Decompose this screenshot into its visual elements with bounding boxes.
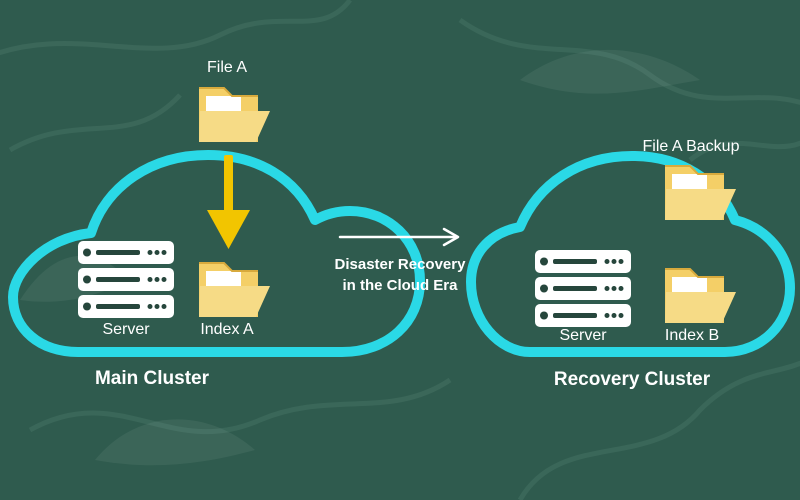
- file-a-folder-icon: [199, 87, 270, 142]
- file-a-backup-folder-icon: [665, 165, 736, 220]
- recovery-cloud-icon: [466, 151, 795, 357]
- index-b-label: Index B: [664, 327, 720, 344]
- file-a-backup-label: File A Backup: [642, 138, 740, 155]
- right-arrow-icon: [338, 227, 460, 247]
- recovery-cluster-title: Recovery Cluster: [553, 369, 711, 390]
- disaster-recovery-connector-label: Disaster Recovery in the Cloud Era: [325, 254, 475, 296]
- connector-label-line-2: in the Cloud Era: [342, 277, 458, 294]
- index-a-label: Index A: [200, 321, 254, 338]
- recovery-server-label: Server: [559, 327, 607, 344]
- main-server-label: Server: [102, 321, 150, 338]
- index-b-folder-icon: [665, 268, 736, 323]
- main-server-stack-icon: [78, 241, 174, 318]
- connector-label-line-1: Disaster Recovery: [334, 256, 466, 273]
- index-a-folder-icon: [199, 262, 270, 317]
- recovery-server-stack-icon: [535, 250, 631, 327]
- main-cluster-title: Main Cluster: [94, 368, 210, 389]
- down-arrow-icon: [207, 155, 250, 249]
- main-cloud-icon: [8, 150, 425, 357]
- file-a-label: File A: [206, 59, 248, 76]
